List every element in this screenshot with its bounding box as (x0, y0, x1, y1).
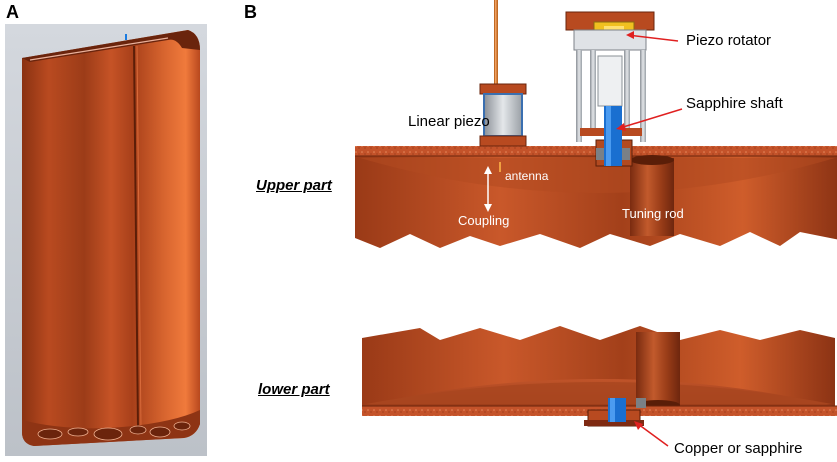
coupling-marks (484, 162, 501, 212)
sapphire-shaft-label: Sapphire shaft (686, 95, 783, 112)
panel-a-cavity-render (5, 24, 207, 456)
antenna-label: antenna (505, 169, 549, 183)
cavity-body (22, 30, 200, 446)
linear-piezo-assembly (479, 0, 527, 147)
lower-part-label: lower part (258, 381, 330, 398)
piezo-rotator-label: Piezo rotator (686, 32, 772, 49)
linear-piezo-label: Linear piezo (408, 113, 490, 130)
tuning-rod (630, 158, 674, 236)
cavity-seam (133, 45, 139, 431)
tuning-rod-label: Tuning rod (622, 206, 684, 221)
antenna-mark (125, 34, 127, 40)
panel-b-label: B (244, 2, 257, 22)
upper-part-label: Upper part (256, 177, 332, 194)
lower-part-render (362, 326, 837, 427)
annotation-arrows (616, 31, 683, 447)
piezo-rotator-assembly (565, 11, 655, 166)
coupling-label: Coupling (458, 213, 510, 228)
panel-a-label: A (6, 2, 19, 22)
copper-or-sapphire-label: Copper or sapphire (674, 440, 803, 457)
linear-piezo-body (483, 93, 523, 137)
